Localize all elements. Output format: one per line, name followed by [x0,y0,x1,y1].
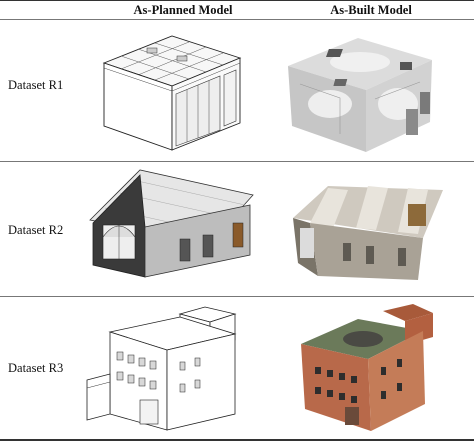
row-rule-1 [0,161,474,162]
r3-as-planned-image [85,302,250,434]
table-bottom-rule [0,439,474,441]
header-as-planned: As-Planned Model [133,3,233,17]
header-as-built: As-Built Model [330,3,412,17]
r1-as-planned-image [92,28,247,158]
row-rule-2 [0,296,474,297]
r2-as-built-image [288,168,450,288]
r2-as-planned-image [85,165,260,290]
table-top-rule [0,0,474,1]
header-rule [0,19,474,20]
row-label-r3: Dataset R3 [8,361,64,375]
r1-as-built-image [280,24,445,159]
row-label-r1: Dataset R1 [8,78,64,92]
row-label-r2: Dataset R2 [8,223,64,237]
r3-as-built-image [293,299,453,434]
